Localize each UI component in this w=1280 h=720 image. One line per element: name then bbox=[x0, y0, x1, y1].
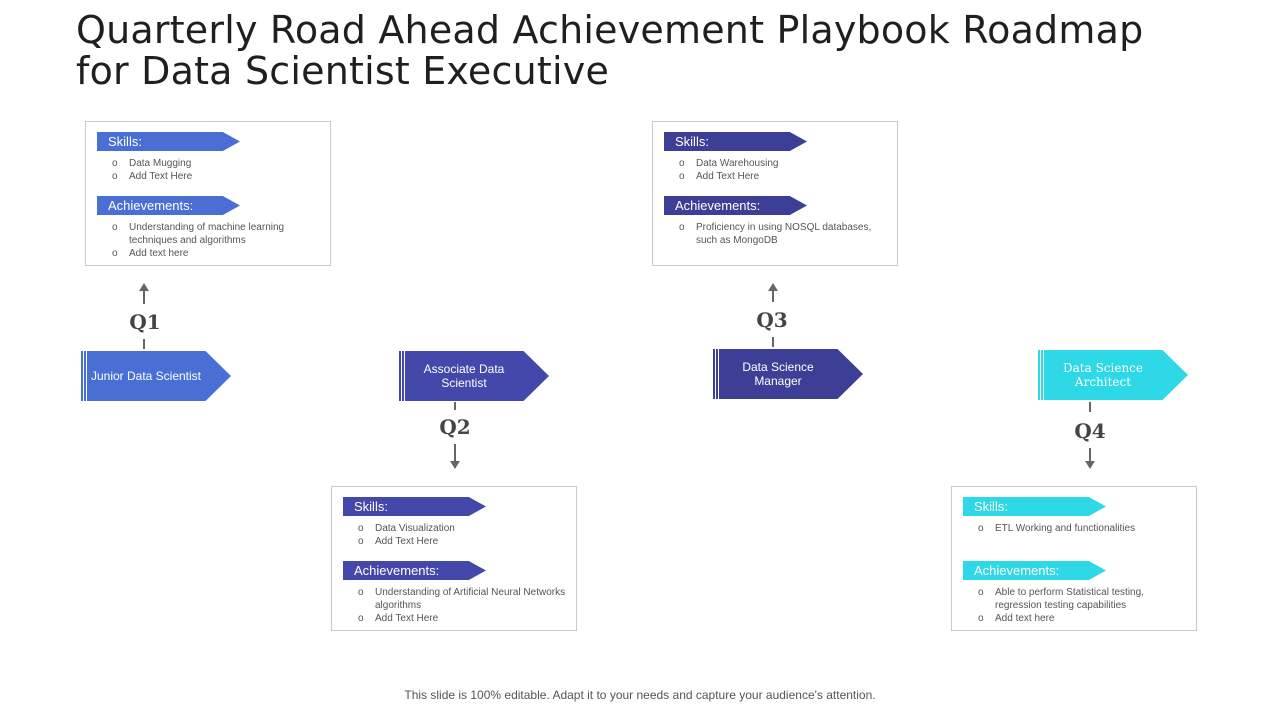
list-item: Add Text Here bbox=[679, 170, 891, 183]
list-item: Add Text Here bbox=[358, 535, 570, 548]
page-title: Quarterly Road Ahead Achievement Playboo… bbox=[76, 8, 1144, 93]
q2-arrow-down-icon bbox=[450, 461, 460, 469]
q1-label: Q1 bbox=[129, 310, 161, 334]
list-item: Understanding of machine learning techni… bbox=[112, 221, 324, 247]
q1-arrow-up-icon bbox=[139, 283, 149, 291]
q3-skills-tag: Skills: bbox=[664, 132, 807, 151]
q4-arrow-down-icon bbox=[1085, 461, 1095, 469]
q4-info-card: Skills: ETL Working and functionalities … bbox=[951, 486, 1197, 631]
q4-label: Q4 bbox=[1074, 419, 1106, 443]
q2-skills-list: Data Visualization Add Text Here bbox=[358, 522, 570, 548]
list-item: Able to perform Statistical testing, reg… bbox=[978, 586, 1190, 612]
q2-achievements-list: Understanding of Artificial Neural Netwo… bbox=[358, 586, 570, 625]
q1-role-arrow: Junior Data Scientist bbox=[81, 351, 231, 401]
q1-achievements-tag: Achievements: bbox=[97, 196, 240, 215]
q1-info-card: Skills: Data Mugging Add Text Here Achie… bbox=[85, 121, 331, 266]
q4-role-label: Data Science Architect bbox=[1063, 361, 1143, 389]
q1-skills-tag: Skills: bbox=[97, 132, 240, 151]
q2-connector-line-lower bbox=[454, 444, 456, 462]
q2-info-card: Skills: Data Visualization Add Text Here… bbox=[331, 486, 577, 631]
q3-arrow-up-icon bbox=[768, 283, 778, 291]
q4-achievements-list: Able to perform Statistical testing, reg… bbox=[978, 586, 1190, 625]
q1-connector-line-lower bbox=[143, 339, 145, 349]
list-item: Add Text Here bbox=[358, 612, 570, 625]
q3-info-card: Skills: Data Warehousing Add Text Here A… bbox=[652, 121, 898, 266]
q3-role-label: Data Science Manager bbox=[742, 360, 814, 388]
q4-connector-line-lower bbox=[1089, 448, 1091, 462]
q3-connector-line-lower bbox=[772, 337, 774, 347]
q3-role-arrow: Data Science Manager bbox=[713, 349, 863, 399]
q2-achievements-tag: Achievements: bbox=[343, 561, 486, 580]
q4-role-arrow: Data Science Architect bbox=[1038, 350, 1188, 400]
q4-achievements-tag: Achievements: bbox=[963, 561, 1106, 580]
list-item: Data Warehousing bbox=[679, 157, 891, 170]
q2-skills-tag: Skills: bbox=[343, 497, 486, 516]
q3-skills-list: Data Warehousing Add Text Here bbox=[679, 157, 891, 183]
footer-note: This slide is 100% editable. Adapt it to… bbox=[404, 688, 876, 702]
q4-skills-list: ETL Working and functionalities bbox=[978, 522, 1190, 535]
q1-skills-list: Data Mugging Add Text Here bbox=[112, 157, 324, 183]
list-item: Add text here bbox=[112, 247, 324, 260]
q3-label: Q3 bbox=[756, 308, 788, 332]
q2-role-arrow: Associate Data Scientist bbox=[399, 351, 549, 401]
list-item: Add Text Here bbox=[112, 170, 324, 183]
list-item: Understanding of Artificial Neural Netwo… bbox=[358, 586, 570, 612]
q1-achievements-list: Understanding of machine learning techni… bbox=[112, 221, 324, 260]
list-item: Proficiency in using NOSQL databases, su… bbox=[679, 221, 891, 247]
q3-achievements-list: Proficiency in using NOSQL databases, su… bbox=[679, 221, 891, 247]
q2-label: Q2 bbox=[439, 415, 471, 439]
q1-connector-line bbox=[143, 290, 145, 304]
q1-role-label: Junior Data Scientist bbox=[90, 369, 202, 383]
q3-connector-line bbox=[772, 290, 774, 302]
q4-connector-line bbox=[1089, 402, 1091, 412]
q4-skills-tag: Skills: bbox=[963, 497, 1106, 516]
list-item: Data Visualization bbox=[358, 522, 570, 535]
list-item: Data Mugging bbox=[112, 157, 324, 170]
q2-connector-line bbox=[454, 402, 456, 410]
q3-achievements-tag: Achievements: bbox=[664, 196, 807, 215]
q2-role-label: Associate Data Scientist bbox=[423, 362, 505, 390]
list-item: Add text here bbox=[978, 612, 1190, 625]
list-item: ETL Working and functionalities bbox=[978, 522, 1190, 535]
